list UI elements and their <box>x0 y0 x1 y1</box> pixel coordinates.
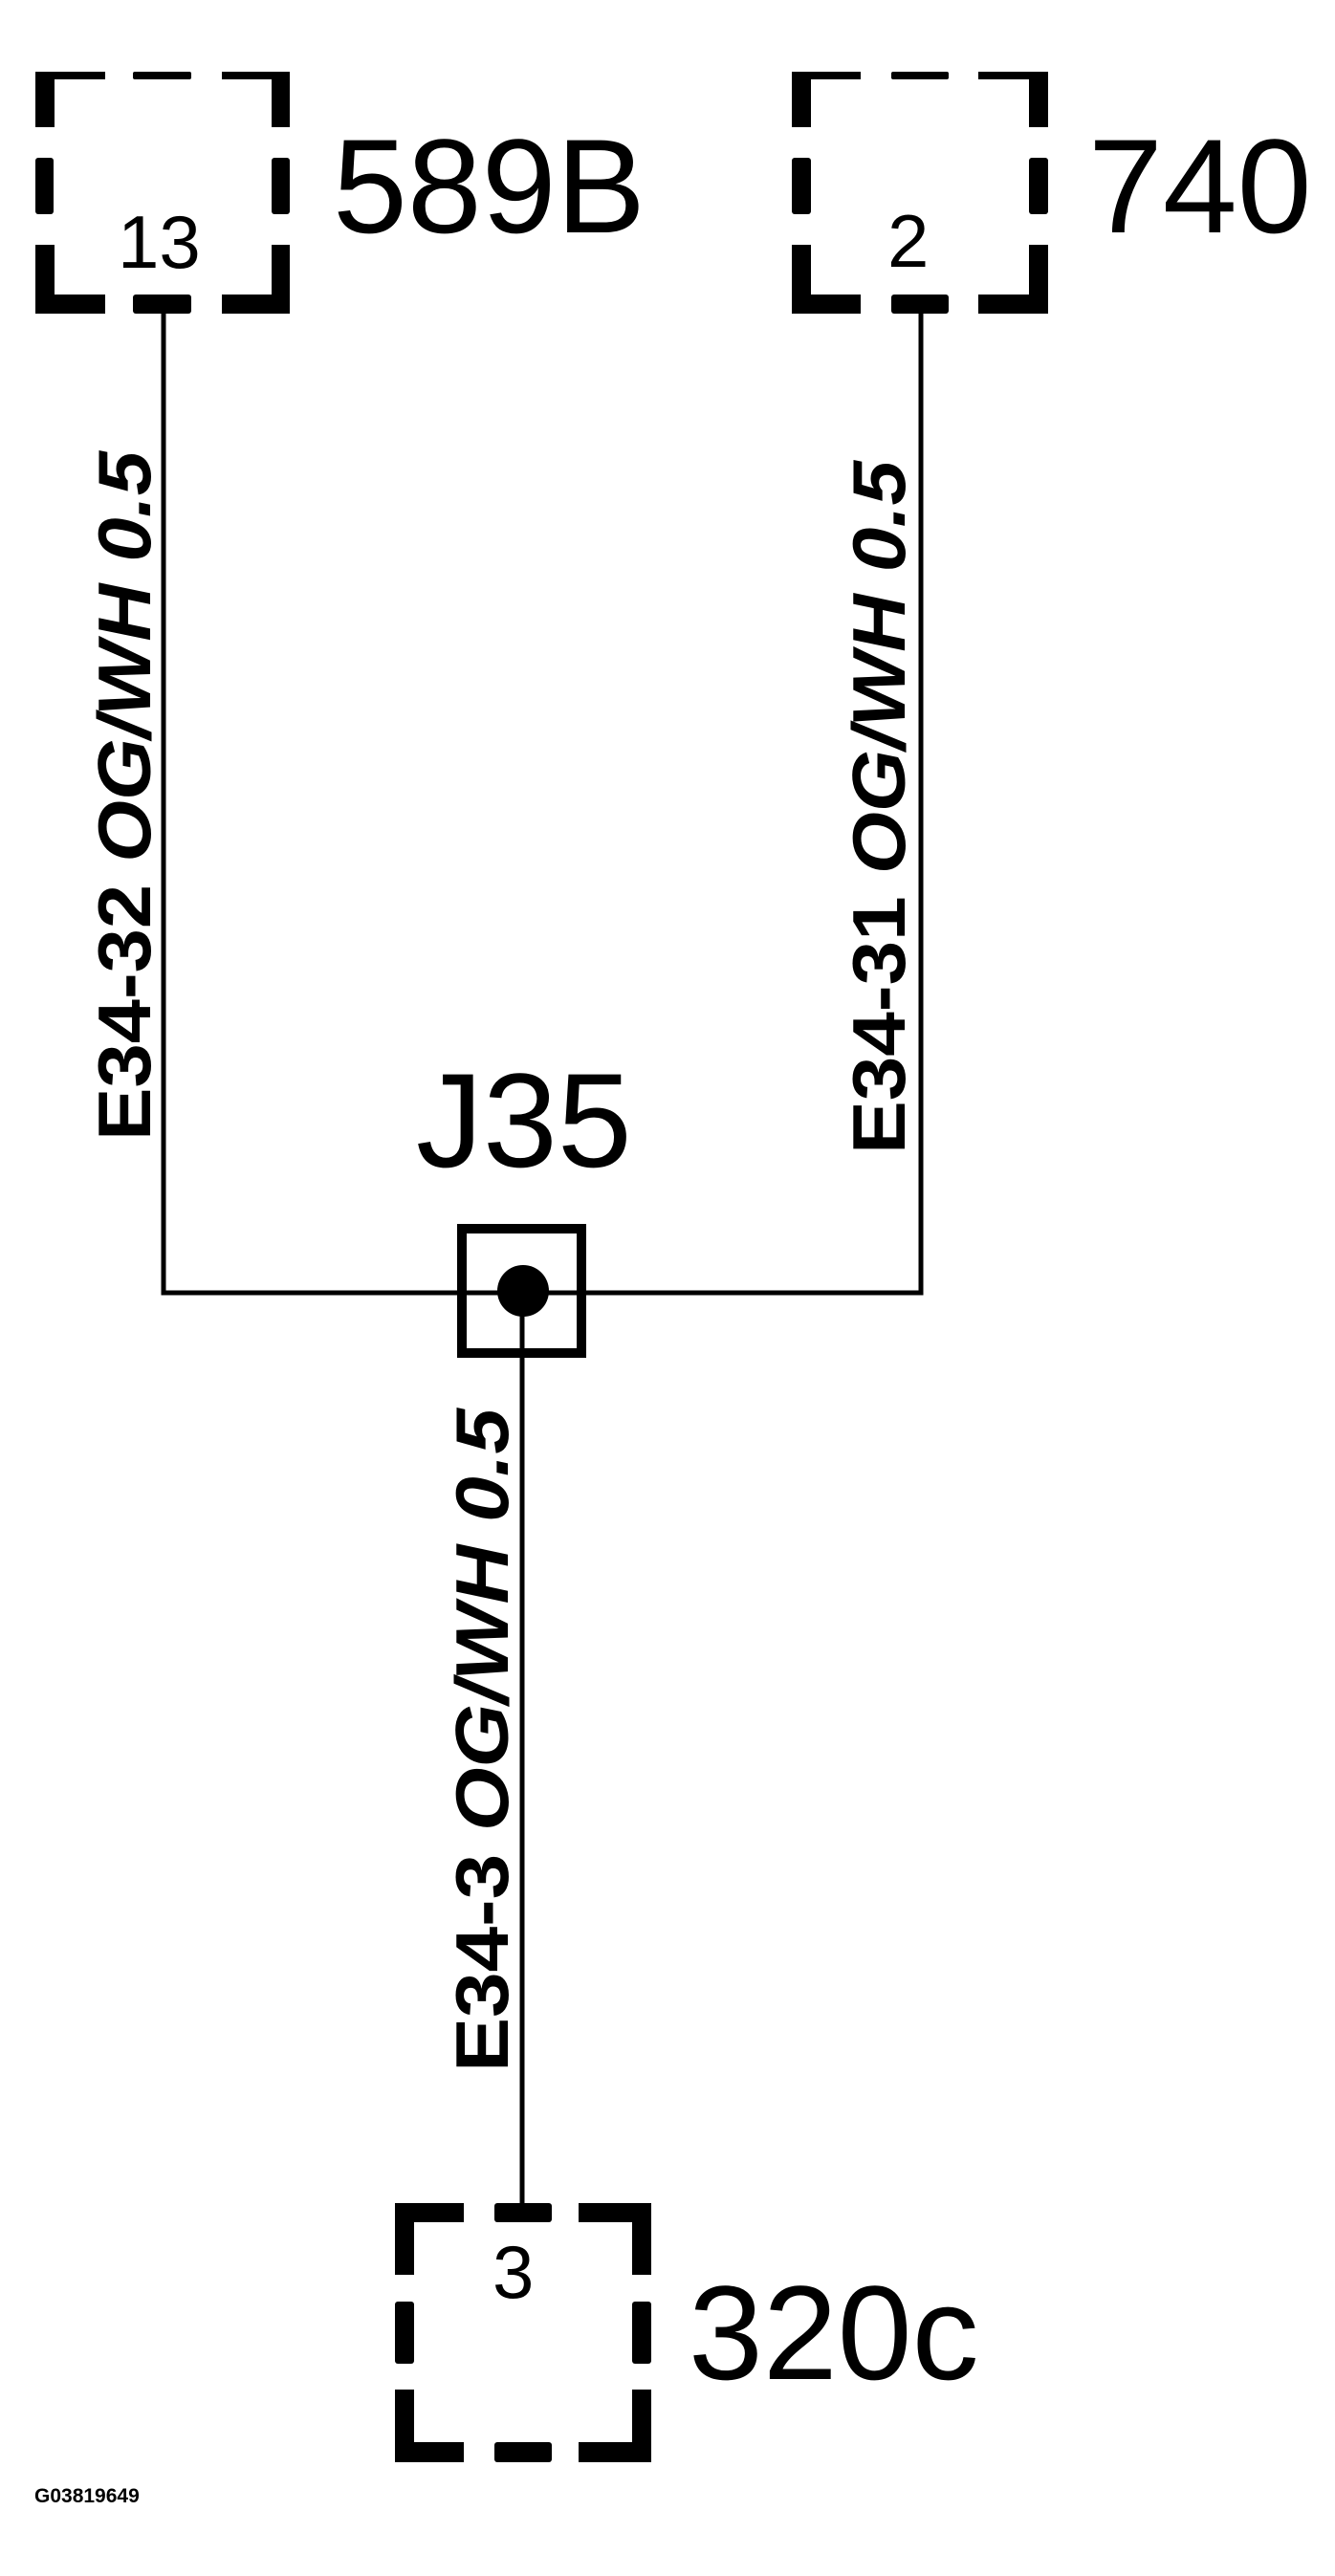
connector-589b-label: 589B <box>333 111 646 261</box>
wire-circuit: E34-31 <box>837 896 921 1154</box>
svg-text:E34-31 OG/WH 0.5: E34-31 OG/WH 0.5 <box>837 459 921 1154</box>
wire-size: 0.5 <box>82 449 166 561</box>
connector-320c-pin: 3 <box>492 2230 534 2314</box>
connector-320c-label: 320c <box>689 2258 979 2408</box>
wire-label-e34-3: E34-3 OG/WH 0.5 <box>440 1407 524 2072</box>
connector-740-pin: 2 <box>887 199 929 283</box>
junction-j35-label: J35 <box>416 1045 632 1195</box>
connector-320c-box <box>395 2203 651 2462</box>
wire-color: OG/WH <box>82 582 166 862</box>
junction-j35-box <box>457 1224 586 1358</box>
figure-id: G03819649 <box>34 2485 140 2507</box>
junction-dot-icon <box>497 1265 549 1317</box>
wire-color: OG/WH <box>837 593 921 874</box>
connector-589b-box <box>35 72 290 314</box>
connector-740-box <box>792 72 1048 314</box>
wire-size: 0.5 <box>440 1407 524 1522</box>
wire-size: 0.5 <box>837 459 921 572</box>
wire-circuit: E34-3 <box>440 1854 524 2072</box>
connector-740-label: 740 <box>1088 111 1312 261</box>
svg-text:E34-32 OG/WH 0.5: E34-32 OG/WH 0.5 <box>82 449 166 1141</box>
wire-color: OG/WH <box>440 1543 524 1831</box>
connector-589b-pin: 13 <box>118 200 201 284</box>
wire-label-e34-32: E34-32 OG/WH 0.5 <box>82 449 166 1141</box>
wire-circuit: E34-32 <box>82 884 166 1141</box>
wire-label-e34-31: E34-31 OG/WH 0.5 <box>837 459 921 1154</box>
svg-text:E34-3 OG/WH 0.5: E34-3 OG/WH 0.5 <box>440 1407 524 2072</box>
